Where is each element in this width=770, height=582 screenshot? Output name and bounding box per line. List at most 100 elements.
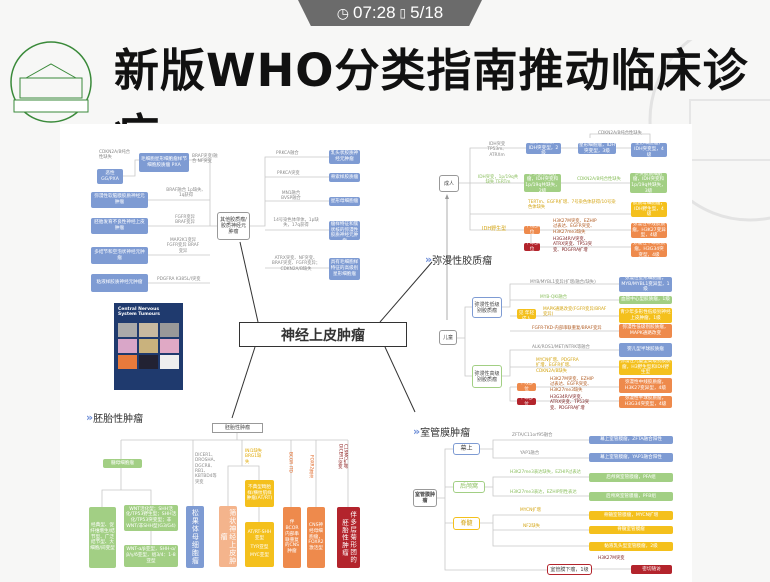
page-icon: ▯: [399, 6, 407, 20]
label: BCOR ITD: [287, 452, 293, 473]
box-other-right: 星形母细胞瘤: [329, 197, 360, 206]
book-cover: Central Nervous System Tumours: [114, 303, 183, 390]
label: H3G34R/V突变、ATRX突变、TP53突变、PDGFRA扩增: [550, 395, 590, 411]
box-other-right: 具有毛细胞样特征的高级别星形细胞瘤: [329, 258, 360, 280]
box-hemi-glioma: 弥漫性半球胶质瘤，H3G34突变型，4级: [631, 243, 667, 257]
label: FOXR2激活: [308, 455, 314, 478]
box-foxr2: CNS神经母细胞瘤，FOXR2激活型: [307, 507, 325, 568]
book-title: Central Nervous System Tumours: [118, 307, 160, 317]
chevron-icon: »: [413, 425, 420, 438]
clock-icon: ◷: [336, 4, 349, 21]
label: MYCN扩增、PDGFRA扩增、EGFR扩增、CDKN2A/B缺失: [536, 358, 579, 374]
child-node: 儿童: [439, 330, 457, 345]
label: H3K27me3表达，EZHIP阴性表达: [510, 490, 577, 495]
box-atrt-sub: AT/RT-SHH亚型 TYR亚型 MYC亚型: [245, 522, 274, 567]
label: FGFR变异 BRAF变异: [175, 215, 195, 226]
label: ZFTA/C11orf95融合: [512, 433, 553, 438]
box-young: 儿童多见 年轻成人: [517, 309, 536, 319]
box-atrt: 不典型畸胎样/横纹肌样肿瘤(AT/RT): [245, 480, 274, 507]
high-grade-node: 弥漫性高级别胶质瘤: [472, 365, 502, 388]
box-child-midline: 中线部位: [517, 383, 536, 391]
time: 07:28: [352, 3, 396, 22]
other-glioma-node: 其他胶质瘤/胶质神经元肿瘤: [217, 212, 250, 240]
label: ATRX突变、NF突变、BRAF突变、FGFR变异；CDKN2A/B缺失: [271, 256, 321, 272]
box-medullo-b: WNT活化型；SHH活化/TP53野生型；SHH活化/TP53突变型；非WNT/…: [124, 505, 178, 531]
box-other-left: 多结节和空泡状神经元肿瘤: [91, 247, 148, 264]
box-ependymal: 黏液乳头型室管膜瘤，2级: [589, 542, 673, 551]
section-heading-ependymal: »室管膜肿瘤: [413, 424, 470, 439]
label: MYB-QKI融合: [540, 295, 568, 300]
label: CDKN2A/B纯合性缺失: [99, 150, 131, 161]
box-gbm: 胶质母细胞瘤，IDH野生型，4级: [631, 202, 667, 217]
box-child-hemi: 半球部位: [517, 398, 536, 405]
box-child-high: 弥漫性儿童型高级别胶质瘤，H3野生型和IDH野生型: [619, 360, 672, 375]
label: H3K27M突变: [598, 556, 625, 561]
box-other-right: 乳头状胶质神经元肿瘤: [329, 150, 360, 164]
box-ependymal: 脊髓室管膜瘤: [589, 526, 673, 534]
atrt-subtype: MYC亚型: [250, 553, 269, 559]
box-astro: 星形细胞瘤，IDH突变型，3级: [578, 143, 616, 154]
low-grade-node: 弥漫性低级别胶质瘤: [472, 297, 502, 318]
label: ALK/ROS1/MET/NTRK等融合: [532, 345, 590, 350]
box-malignant-gg: 恶性GG/PXA: [97, 169, 123, 184]
label: PDGFRA K385L/I突变: [157, 277, 201, 282]
ependymal-node: 室管膜肿瘤: [413, 489, 437, 507]
heading-text: 弥漫性胶质瘤: [432, 256, 493, 267]
label: H3K27M突变、EZHIP过表达、EGFR突变、H3K27me3缺失: [550, 377, 594, 393]
label: PRKCA突变: [277, 171, 300, 176]
label: DICER1、DROSHA、DGCR8、RB1、KBTBD4等突变: [195, 453, 218, 485]
chevron-icon: »: [86, 411, 93, 424]
hospital-logo: [10, 41, 92, 123]
box-child-hemi-glioma: 弥漫性半球胶质瘤，H3G34突变型，4级: [619, 396, 672, 408]
label: H3K27M突变、EZHIP过表达、EGFR突变、H3K27me3缺失: [553, 219, 597, 235]
posterior-fossa-node: 后颅窝: [453, 481, 485, 493]
label: FGFR-TKD-内部串联重复/BRAF变异: [532, 326, 602, 331]
box-ependymal: 幕上室管膜瘤，ZFTA融合阳性: [589, 436, 673, 444]
box-etmr: 伴多层菊形团的胚胎性肿瘤: [337, 507, 360, 568]
box-astro: 星形细胞瘤，IDH突变型，2级: [526, 143, 561, 154]
label: IDH突变 TP53m、ATRXm: [487, 142, 507, 158]
label: MYCN扩增: [520, 508, 541, 513]
box-child-low: 青少年多形性低级别神经上皮肿瘤，1级: [619, 308, 672, 323]
label: TERTm、EGFR扩增、7号染色体获得/10号染色体缺失: [528, 200, 616, 211]
adult-node: 成人: [439, 175, 459, 192]
box-pineo: 松果体母细胞瘤: [186, 506, 204, 568]
chevron-icon: »: [425, 253, 432, 266]
status-bar: ◷ 07:28 ▯ 5/18: [298, 0, 482, 26]
label: MN1融合 BVSP融合: [281, 191, 301, 202]
box-midline: 中线部位: [524, 226, 540, 234]
label: C19MC扩增，DICER1突变: [337, 444, 348, 473]
label: PRKCA融合: [276, 151, 299, 156]
box-medullo: 髓母细胞瘤: [103, 459, 142, 468]
center-node: 神经上皮肿瘤: [239, 322, 407, 347]
box-other-right: 伴有少突胶质瘤样特征和簇状核的弥漫性胶质神经元肿瘤: [329, 221, 360, 240]
box-pxa: 毛细胞星形细胞瘤样节细胞胶质瘤 PXA: [139, 153, 189, 172]
box-ependymal: 脊髓室管膜瘤，MYCN扩增: [589, 511, 673, 520]
label: CDKN2A/B纯合性缺失: [577, 177, 621, 182]
heading-text: 室管膜肿瘤: [420, 428, 471, 439]
label: IDH野生型: [482, 226, 507, 232]
box-astro: 星形细胞瘤，IDH突变型，4级: [631, 143, 667, 157]
box-hemi: 半球部位: [524, 243, 540, 251]
box-ependymal: 后颅窝室管膜瘤，PFB组: [589, 492, 673, 501]
embryonal-node: 胚胎性肿瘤: [212, 423, 263, 433]
box-child-low: 弥漫性低级别胶质瘤，MAPK通路改变: [619, 324, 672, 338]
box-other-left: 弥漫性软脑膜胶质神经元肿瘤: [91, 192, 148, 208]
box-midline-glioma: 弥漫性中线胶质瘤，H3K27变异型，4级: [631, 223, 667, 238]
label: MYB/MYBL1变异(扩增/融合/缺失): [530, 280, 596, 285]
label: BRAF融合 1p缺失、1q获得: [166, 188, 206, 199]
box-other-left: 胚胎发育不良性神经上皮肿瘤: [91, 218, 148, 234]
box-child-low: 血管中心型胶质瘤，1级: [619, 296, 672, 304]
box-bcor: 伴BCOR内部串联重复的CNS肿瘤: [283, 507, 301, 568]
label: NF2缺失: [523, 524, 541, 529]
label: IDH突变，1p/19q共缺失 TERTm: [477, 175, 519, 186]
box-child-midline-glioma: 弥漫性中线胶质瘤，H3K27变异型，4级: [619, 378, 672, 393]
box-follow-up: 密切随访: [631, 565, 672, 574]
label: INI1缺失 BRG1缺失: [245, 449, 263, 465]
box-ependymal: 后颅窝室管膜瘤，PFA组: [589, 473, 673, 482]
atrt-subtype: AT/RT-SHH亚型: [247, 530, 272, 541]
box-child-low: 弥漫性星形细胞瘤，MYB/MYBL1变异型，1级: [619, 277, 672, 292]
heading-text: 胚胎性肿瘤: [93, 414, 144, 425]
label: MAPK通路改变(FGFR变异/BRAF变异): [543, 307, 607, 318]
